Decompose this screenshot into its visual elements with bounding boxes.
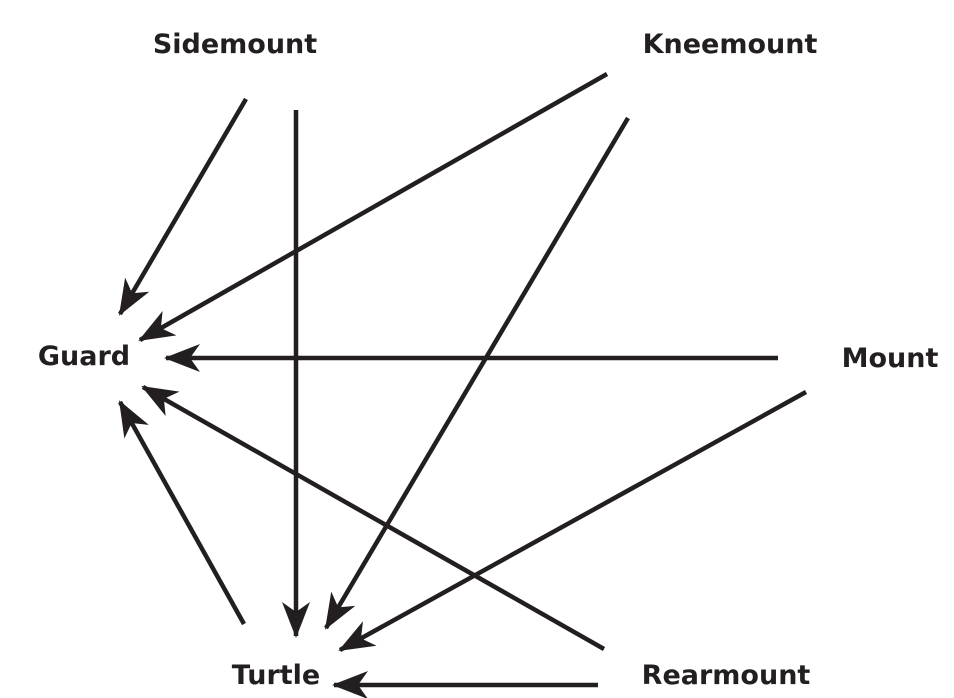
arrow-turtle-to-guard <box>118 400 246 626</box>
arrow-mount-to-turtle <box>338 390 808 652</box>
arrow-kneemount-to-turtle <box>324 116 630 630</box>
node-kneemount: Kneemount <box>643 29 818 60</box>
arrow-kneemount-to-guard <box>138 72 609 342</box>
arrow-sidemount-to-guard <box>118 97 248 316</box>
node-guard: Guard <box>38 341 130 372</box>
node-mount: Mount <box>842 343 939 374</box>
edges-layer <box>118 72 808 698</box>
node-rearmount: Rearmount <box>642 660 811 691</box>
node-sidemount: Sidemount <box>153 29 317 60</box>
arrow-rearmount-to-guard <box>141 385 606 651</box>
labels-layer: Sidemount Kneemount Guard Mount Turtle R… <box>38 29 939 691</box>
node-turtle: Turtle <box>232 660 320 691</box>
